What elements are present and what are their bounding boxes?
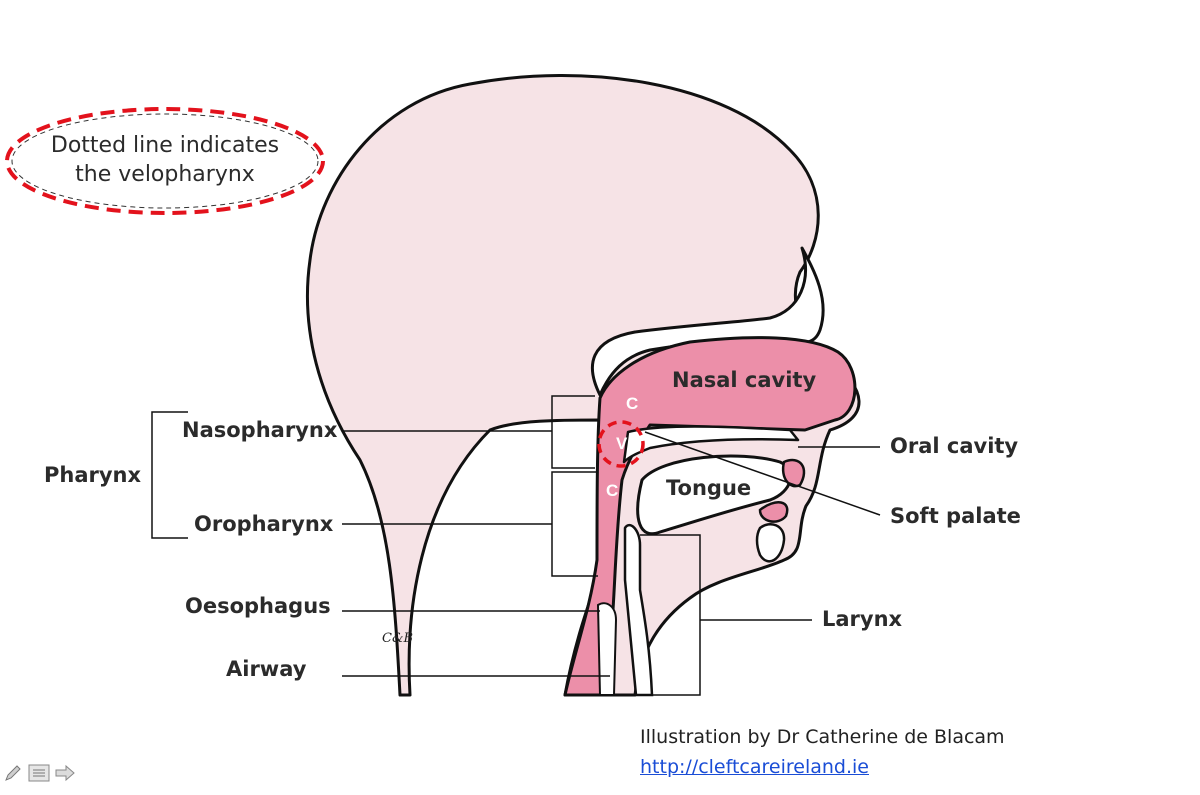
label-oral-cavity: Oral cavity xyxy=(890,434,1019,458)
soft-palate-leader xyxy=(644,431,881,516)
velopharynx-marker xyxy=(597,420,645,468)
nasopharynx-bracket xyxy=(551,395,595,469)
velopharynx-callout: Dotted line indicates the velopharynx xyxy=(0,106,330,216)
callout-line-1: Dotted line indicates xyxy=(50,133,280,159)
slide-toolbar xyxy=(2,762,76,784)
credit-link[interactable]: http://cleftcareireland.ie xyxy=(640,756,869,778)
label-tongue: Tongue xyxy=(666,476,752,500)
oesophagus-lumen xyxy=(596,602,618,696)
pharynx-bracket xyxy=(151,411,188,539)
marker-c-lower: C xyxy=(606,481,619,500)
upper-lip xyxy=(781,459,806,488)
artist-signature: C&B xyxy=(382,631,414,646)
pen-icon[interactable] xyxy=(2,762,24,784)
lower-lip xyxy=(758,501,789,523)
marker-c-upper: C xyxy=(626,394,639,413)
label-nasopharynx: Nasopharynx xyxy=(182,418,338,442)
callout-ellipse-inner xyxy=(11,113,319,209)
vocal-tract xyxy=(563,336,857,697)
label-larynx: Larynx xyxy=(822,607,903,631)
callout-ellipse xyxy=(5,107,325,215)
callout-line-2: the velopharynx xyxy=(75,162,255,187)
larynx-structure xyxy=(623,523,654,697)
label-airway: Airway xyxy=(226,657,307,681)
label-oropharynx: Oropharynx xyxy=(194,512,334,536)
palate xyxy=(622,425,800,464)
marker-v: V xyxy=(616,434,628,453)
label-nasal-cavity: Nasal cavity xyxy=(672,368,817,392)
label-oesophagus: Oesophagus xyxy=(185,594,331,618)
chin-bone xyxy=(755,523,786,563)
larynx-bracket xyxy=(640,534,701,696)
oropharynx-bracket xyxy=(551,471,598,577)
menu-icon[interactable] xyxy=(28,762,50,784)
next-arrow-icon[interactable] xyxy=(54,762,76,784)
label-soft-palate: Soft palate xyxy=(890,504,1021,528)
label-pharynx: Pharynx xyxy=(44,463,142,487)
illustration-credit: Illustration by Dr Catherine de Blacam xyxy=(640,726,1005,748)
